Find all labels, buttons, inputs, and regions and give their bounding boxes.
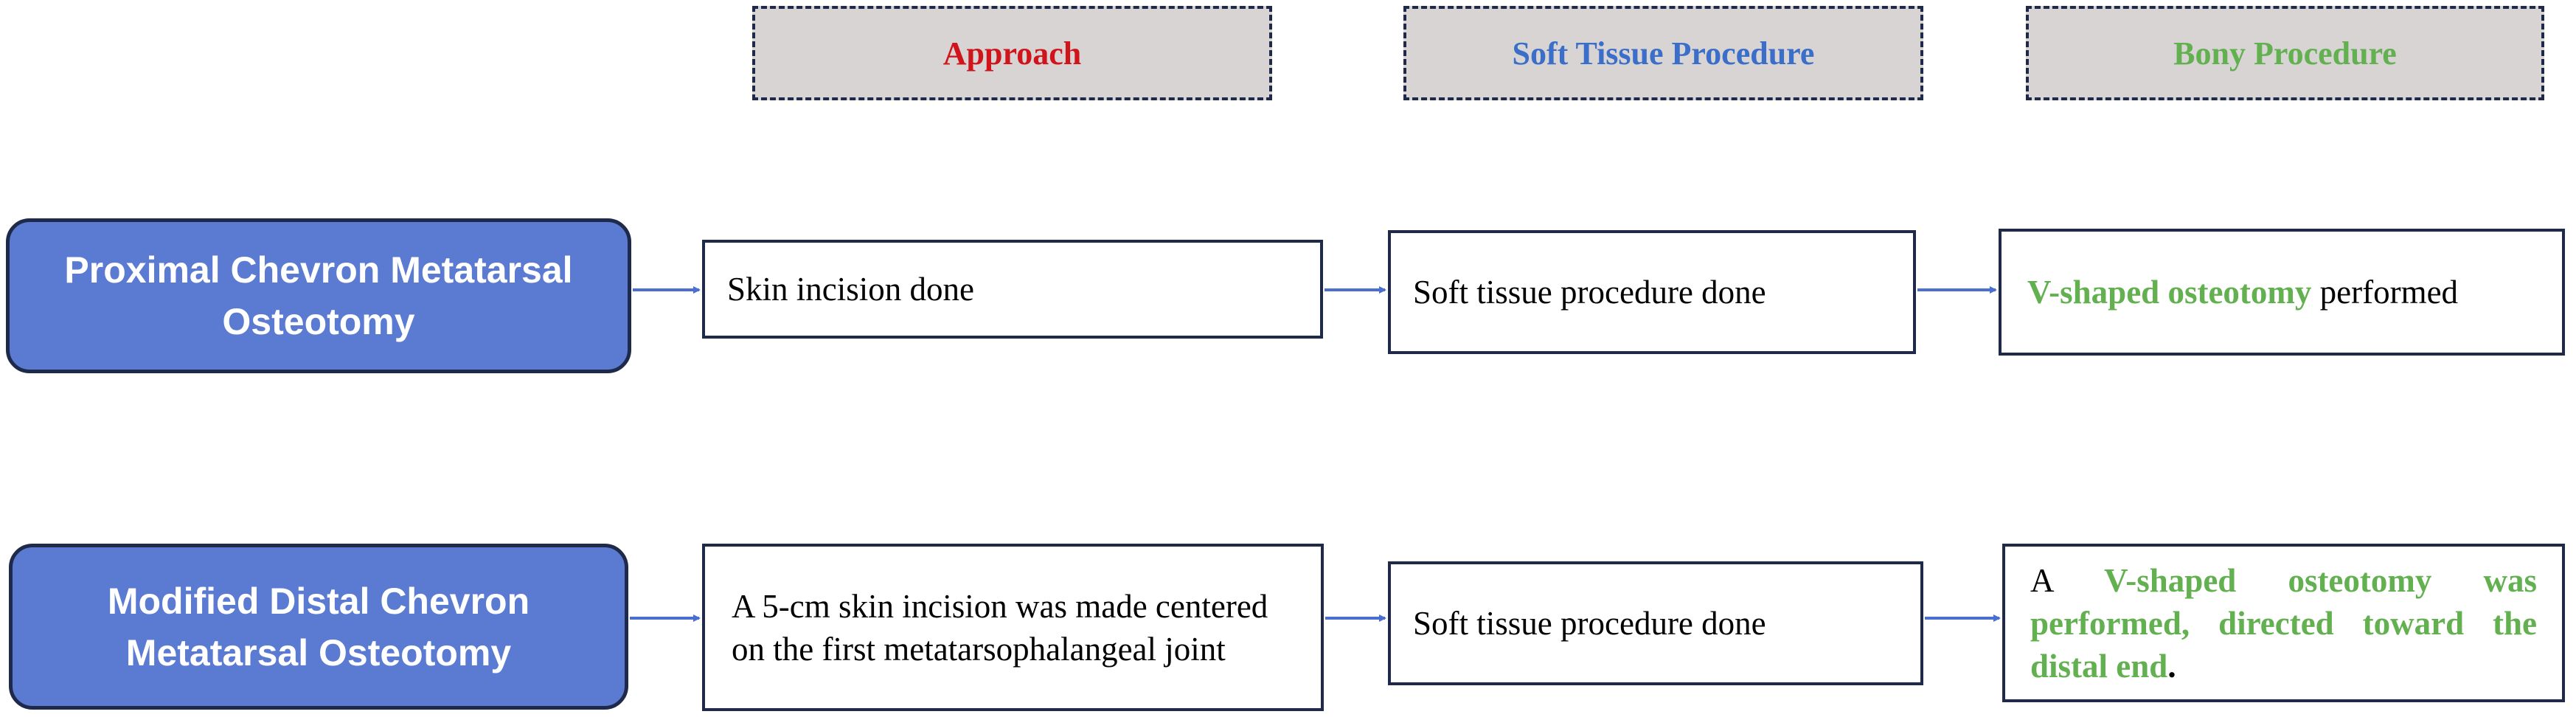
bony-box-distal: A V-shaped osteotomy was performed, dire…	[2002, 544, 2565, 702]
method-label: Proximal Chevron Metatarsal Osteotomy	[64, 249, 573, 342]
bony-procedure-header-label: Bony Procedure	[2173, 35, 2397, 72]
bony-procedure-header: Bony Procedure	[2026, 6, 2544, 100]
soft-tissue-box-distal: Soft tissue procedure done	[1388, 561, 1923, 685]
approach-box-distal: A 5-cm skin incision was made centered o…	[702, 544, 1324, 711]
bony-suffix: .	[2167, 647, 2176, 685]
approach-text: A 5-cm skin incision was made centered o…	[732, 587, 1268, 668]
soft-tissue-text: Soft tissue procedure done	[1413, 274, 1766, 311]
method-proximal-chevron: Proximal Chevron Metatarsal Osteotomy	[6, 218, 631, 373]
approach-box-proximal: Skin incision done	[702, 240, 1323, 339]
soft-tissue-header-label: Soft Tissue Procedure	[1512, 35, 1815, 72]
soft-tissue-box-proximal: Soft tissue procedure done	[1388, 230, 1916, 354]
bony-text: V-shaped osteotomy performed	[2027, 270, 2458, 314]
bony-box-proximal: V-shaped osteotomy performed	[1999, 229, 2565, 356]
bony-highlight: V-shaped osteotomy	[2027, 274, 2312, 311]
soft-tissue-header: Soft Tissue Procedure	[1403, 6, 1923, 100]
bony-rest: performed	[2311, 274, 2459, 311]
method-modified-distal-chevron: Modified Distal Chevron Metatarsal Osteo…	[9, 544, 628, 710]
method-label: Modified Distal Chevron Metatarsal Osteo…	[107, 580, 530, 673]
approach-header: Approach	[752, 6, 1272, 100]
soft-tissue-text: Soft tissue procedure done	[1413, 605, 1766, 642]
bony-prefix: A	[2030, 561, 2105, 599]
bony-highlight: V-shaped osteotomy was performed, direct…	[2030, 561, 2537, 685]
approach-header-label: Approach	[942, 35, 1082, 72]
bony-text: A V-shaped osteotomy was performed, dire…	[2030, 559, 2537, 687]
approach-text: Skin incision done	[727, 271, 974, 308]
